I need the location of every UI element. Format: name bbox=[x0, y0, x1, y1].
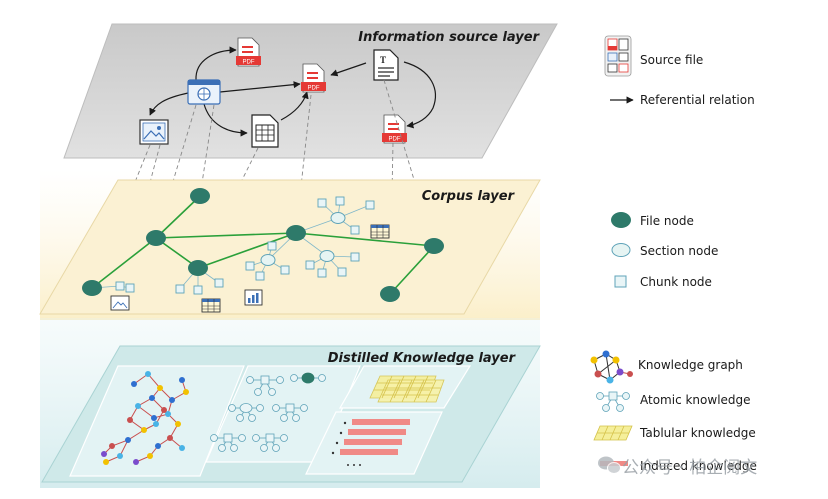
file-node bbox=[188, 260, 208, 276]
legend-knowledge-graph: Knowledge graph bbox=[638, 358, 743, 372]
tabular-knowledge-icon bbox=[593, 425, 633, 441]
chunk-node bbox=[193, 285, 203, 295]
file-node bbox=[286, 225, 306, 241]
tabular-knowledge bbox=[369, 375, 445, 403]
chunk-node bbox=[245, 261, 255, 271]
legend-induced-knowledge: Induced knowledge bbox=[640, 459, 757, 473]
legend-referential-relation: Referential relation bbox=[640, 93, 755, 107]
chart-chunk-icon bbox=[244, 289, 263, 306]
legend-atomic-knowledge: Atomic knowledge bbox=[640, 393, 751, 407]
file-node-icon bbox=[611, 212, 631, 228]
induced-knowledge bbox=[331, 419, 410, 466]
file-node bbox=[380, 286, 400, 302]
text-doc-label: T bbox=[380, 55, 386, 65]
watermark-text: 公众号 · 柏企阅文 bbox=[622, 458, 757, 478]
pdf-file-icon: PDF bbox=[382, 114, 407, 144]
information-source-layer: Information source layer PDF PDF bbox=[63, 23, 558, 159]
section-nodes bbox=[260, 212, 346, 266]
legend-file-node: File node bbox=[640, 214, 694, 228]
pdf-file-icon: PDF bbox=[301, 63, 326, 93]
pdf-label: PDF bbox=[389, 137, 401, 143]
section-node bbox=[330, 212, 346, 224]
section-node-icon bbox=[611, 243, 631, 257]
legend: Source file Referential relation File no… bbox=[590, 35, 757, 473]
wechat-icon bbox=[598, 456, 621, 474]
chunk-node bbox=[317, 198, 327, 208]
file-node bbox=[82, 280, 102, 296]
chunk-node bbox=[125, 283, 135, 293]
spreadsheet-icon bbox=[251, 114, 279, 148]
webpage-icon bbox=[187, 79, 221, 105]
chunk-node bbox=[365, 200, 375, 210]
file-node bbox=[424, 238, 444, 254]
chunk-nodes bbox=[115, 196, 375, 295]
image-chunk-icon bbox=[110, 295, 130, 311]
information-layer-title: Information source layer bbox=[358, 30, 540, 45]
atomic-knowledge-icon bbox=[596, 391, 630, 412]
legend-source-file: Source file bbox=[640, 53, 703, 67]
knowledge-layer-title: Distilled Knowledge layer bbox=[328, 351, 517, 366]
chunk-node bbox=[255, 271, 265, 281]
file-nodes bbox=[82, 188, 444, 302]
corpus-layer: Corpus layer bbox=[39, 179, 541, 315]
image-file-icon bbox=[139, 119, 169, 145]
chunk-node bbox=[350, 225, 360, 235]
section-node bbox=[319, 250, 335, 262]
pdf-label: PDF bbox=[243, 60, 255, 66]
chunk-node bbox=[305, 260, 315, 270]
distilled-knowledge-layer: Distilled Knowledge layer bbox=[41, 345, 541, 483]
knowledge-graph-icon bbox=[590, 350, 633, 384]
section-node bbox=[260, 254, 276, 266]
referential-relations bbox=[149, 46, 436, 137]
chunk-node bbox=[335, 196, 345, 206]
knowledge-graph-nodes bbox=[101, 371, 189, 465]
chunk-node bbox=[337, 267, 347, 277]
table-chunk-icon bbox=[201, 298, 221, 313]
chunk-node-icon bbox=[614, 275, 627, 288]
legend-chunk-node: Chunk node bbox=[640, 275, 712, 289]
legend-section-node: Section node bbox=[640, 244, 718, 258]
table-chunk-icon bbox=[370, 224, 390, 239]
legend-tabular-knowledge: Tablular knowledge bbox=[639, 426, 756, 440]
pdf-label: PDF bbox=[308, 86, 320, 92]
atomic-knowledge bbox=[210, 372, 326, 452]
chunk-node bbox=[350, 252, 360, 262]
source-file-icon bbox=[604, 35, 632, 77]
chunk-node bbox=[115, 281, 125, 291]
chunk-node bbox=[317, 268, 327, 278]
file-node bbox=[146, 230, 166, 246]
pdf-file-icon: PDF bbox=[236, 37, 261, 67]
file-node bbox=[190, 188, 210, 204]
chunk-node bbox=[214, 278, 224, 288]
chunk-node bbox=[280, 265, 290, 275]
watermark: 公众号 · 柏企阅文 bbox=[598, 456, 757, 478]
text-document-icon: T bbox=[373, 49, 399, 81]
corpus-layer-title: Corpus layer bbox=[422, 189, 516, 204]
chunk-node bbox=[175, 284, 185, 294]
chunk-node bbox=[267, 241, 277, 251]
corpus-plane bbox=[39, 179, 541, 315]
